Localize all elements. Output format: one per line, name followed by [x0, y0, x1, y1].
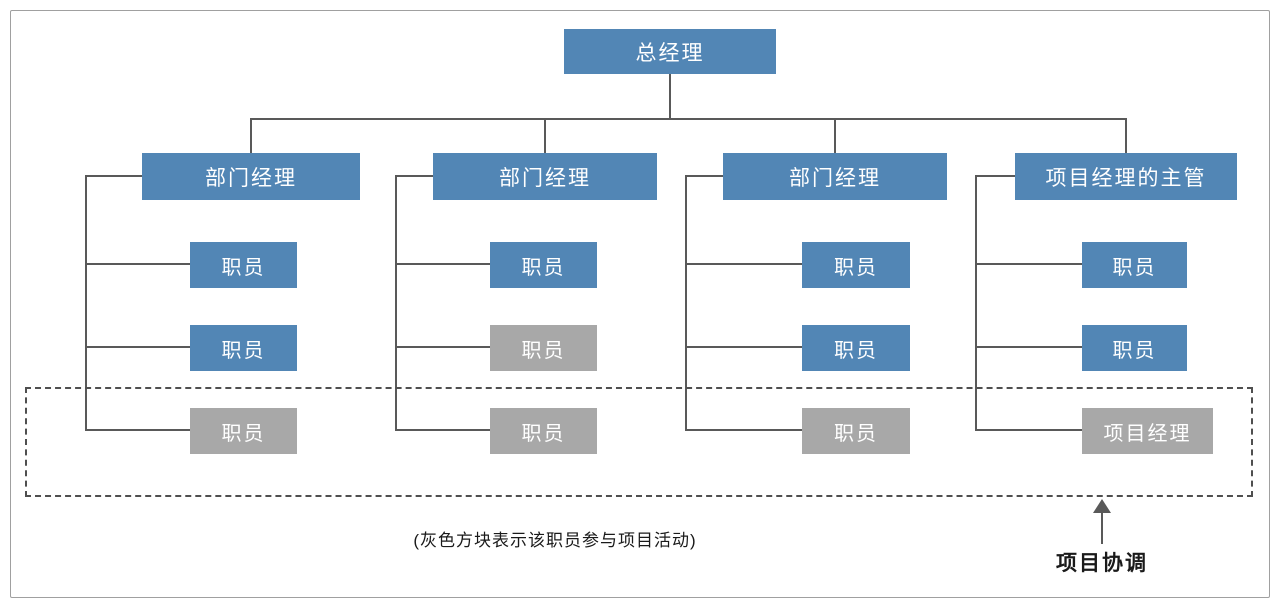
connector-stub-col3	[834, 118, 836, 153]
node-staff-4-2: 职员	[1082, 325, 1187, 371]
node-staff-3-2: 职员	[802, 325, 910, 371]
connector-branch-col2-row3	[395, 429, 490, 431]
connector-stub-col2	[544, 118, 546, 153]
connector-branch-col3-row1	[685, 263, 802, 265]
connector-spine-col4	[975, 175, 977, 431]
node-staff-3-1: 职员	[802, 242, 910, 288]
connector-side-stub-col3	[685, 175, 723, 177]
coordination-label: 项目协调	[1056, 552, 1148, 575]
connector-root-vertical	[669, 74, 671, 119]
node-general-manager: 总经理	[564, 29, 776, 74]
node-staff-2-2: 职员	[490, 325, 597, 371]
connector-branch-col2-row2	[395, 346, 490, 348]
connector-stub-col1	[250, 118, 252, 153]
node-dept-manager-2: 部门经理	[433, 153, 657, 200]
connector-side-stub-col4	[975, 175, 1015, 177]
node-staff-3-3: 职员	[802, 408, 910, 454]
connector-stub-col4	[1125, 118, 1127, 153]
node-dept-manager-1: 部门经理	[142, 153, 360, 200]
connector-branch-col3-row2	[685, 346, 802, 348]
node-project-manager: 项目经理	[1082, 408, 1213, 454]
legend-note: (灰色方块表示该职员参与项目活动)	[413, 531, 697, 550]
connector-branch-col2-row1	[395, 263, 490, 265]
connector-spine-col2	[395, 175, 397, 431]
connector-branch-col4-row3	[975, 429, 1082, 431]
coordination-arrow-shaft	[1101, 511, 1103, 544]
connector-branch-col4-row1	[975, 263, 1082, 265]
connector-branch-col1-row3	[85, 429, 190, 431]
connector-branch-col1-row1	[85, 263, 190, 265]
node-staff-1-2: 职员	[190, 325, 297, 371]
connector-distribution-horizontal	[250, 118, 1127, 120]
connector-side-stub-col2	[395, 175, 433, 177]
diagram-frame	[10, 10, 1270, 598]
node-staff-2-3: 职员	[490, 408, 597, 454]
node-staff-2-1: 职员	[490, 242, 597, 288]
project-boundary-dashed-box	[25, 387, 1253, 497]
connector-spine-col1	[85, 175, 87, 431]
node-staff-4-1: 职员	[1082, 242, 1187, 288]
connector-branch-col4-row2	[975, 346, 1082, 348]
connector-side-stub-col1	[85, 175, 142, 177]
node-pm-supervisor: 项目经理的主管	[1015, 153, 1237, 200]
connector-branch-col1-row2	[85, 346, 190, 348]
node-staff-1-1: 职员	[190, 242, 297, 288]
node-staff-1-3: 职员	[190, 408, 297, 454]
connector-spine-col3	[685, 175, 687, 431]
coordination-arrow-up-icon	[1093, 499, 1111, 513]
connector-branch-col3-row3	[685, 429, 802, 431]
node-dept-manager-3: 部门经理	[723, 153, 947, 200]
